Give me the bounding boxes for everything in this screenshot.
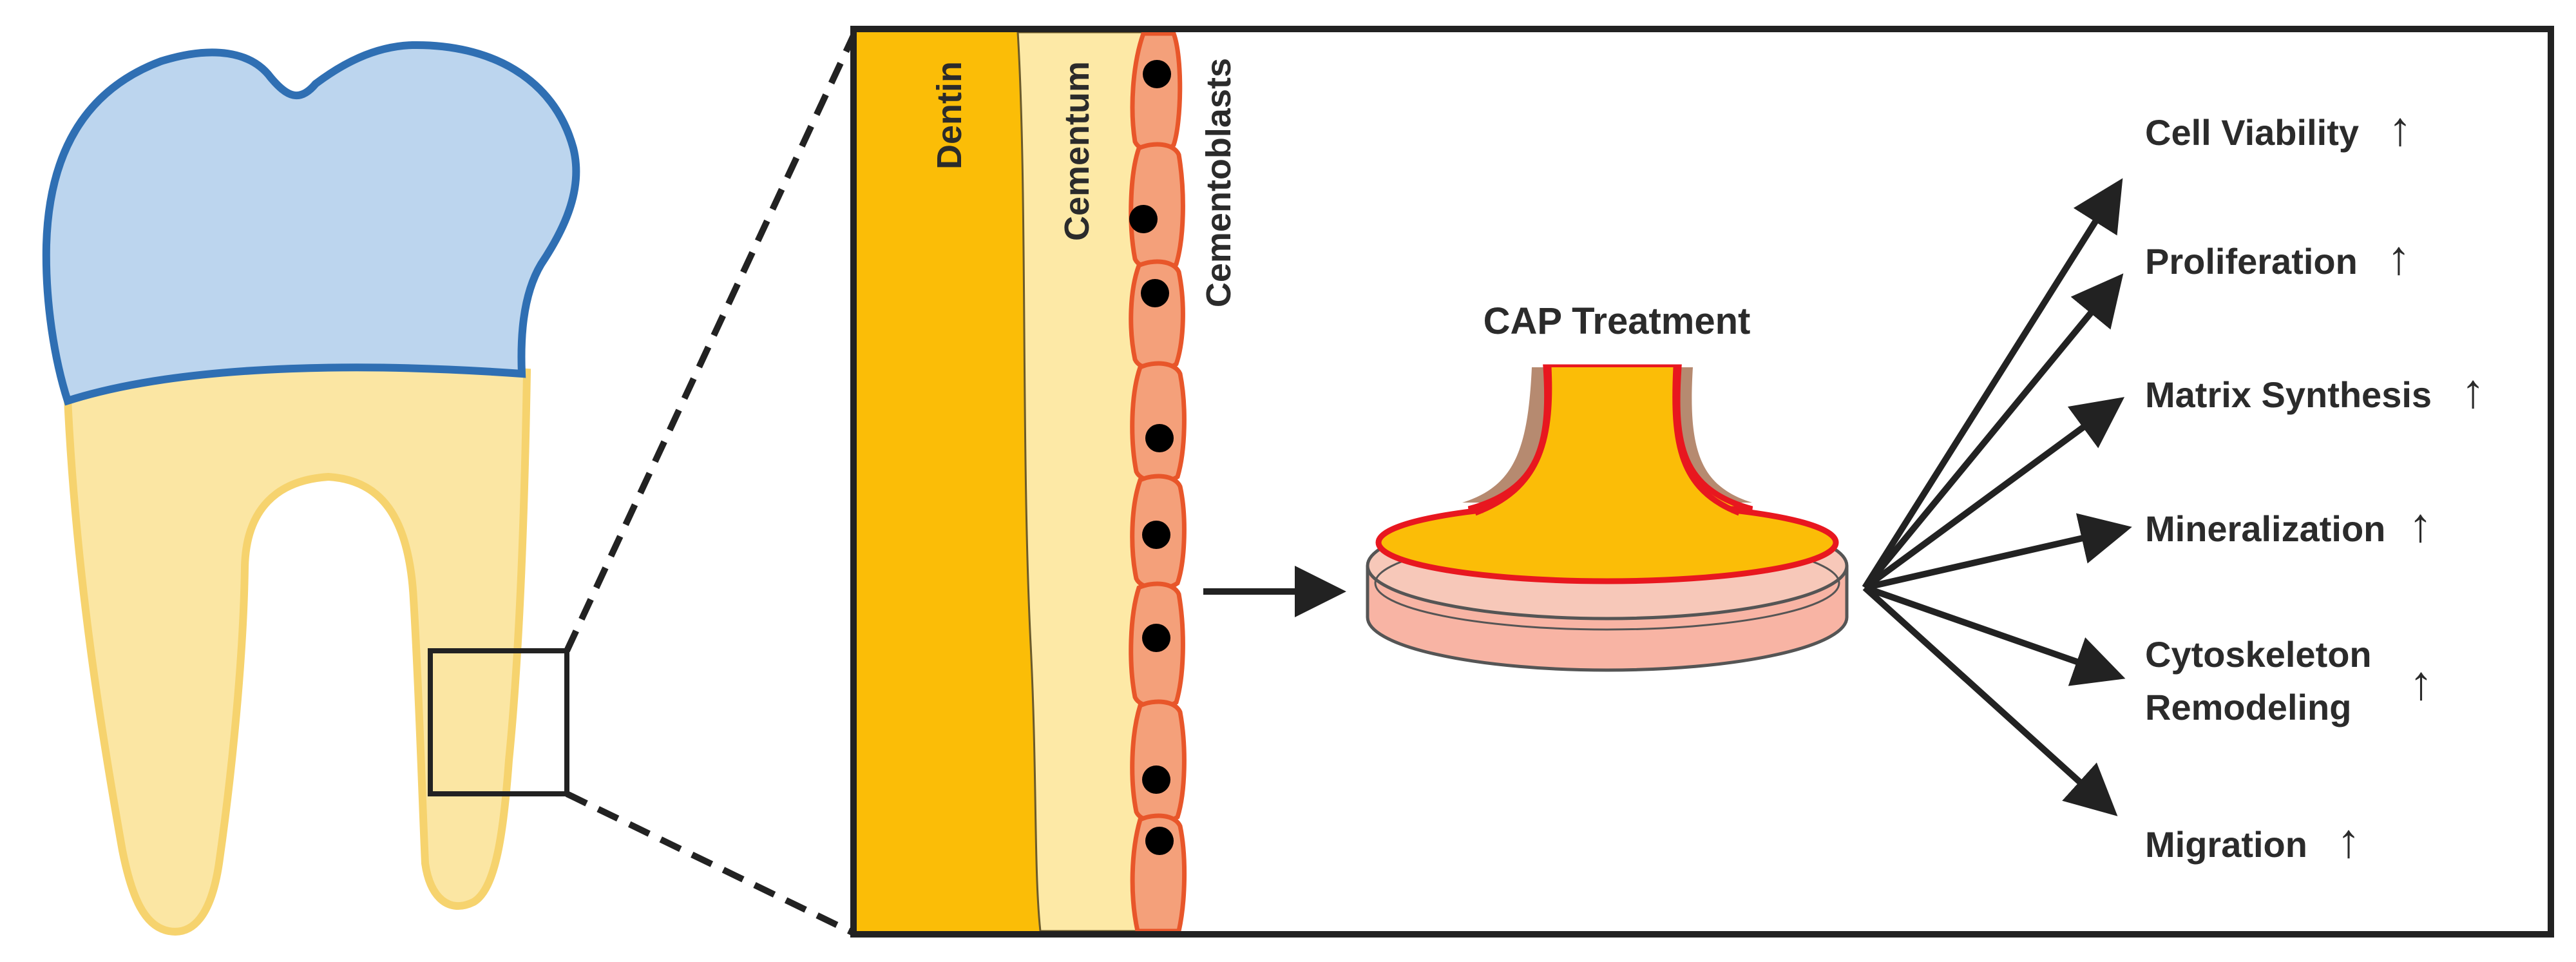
- zoom-line-top: [564, 34, 857, 653]
- cementoblast-cell: [1130, 31, 1183, 154]
- cementoblast-cell: [1130, 699, 1187, 825]
- outcome-mineralization: Mineralization ↑: [2145, 498, 2432, 552]
- cell-nucleus: [1142, 521, 1170, 549]
- cell-nucleus: [1129, 205, 1158, 233]
- cementoblast-cells: [1129, 31, 1187, 934]
- outcome-labels: Cell Viability ↑ Proliferation ↑ Matrix …: [2145, 102, 2485, 867]
- outcome-matrix-synthesis: Matrix Synthesis ↑: [2145, 364, 2485, 418]
- outcome-arrow: [1862, 273, 2124, 590]
- outcome-cytoskeleton-line2: Remodeling: [2145, 687, 2351, 727]
- cell-nuclei: [1129, 60, 1174, 855]
- cementoblast-cell: [1129, 142, 1185, 272]
- outcome-cytoskeleton-line1: Cytoskeleton: [2145, 634, 2372, 675]
- zoom-panel: Dentin Cementum Cementoblasts CAP Treatm…: [850, 26, 2554, 938]
- panel-border: [850, 26, 2554, 938]
- plasma-disc: [1375, 501, 1839, 584]
- zoom-region-box: [428, 648, 569, 796]
- outcome-arrow: [1862, 178, 2123, 590]
- outcome-cytoskeleton-arrow: ↑: [2409, 656, 2433, 709]
- cell-nucleus: [1141, 279, 1169, 307]
- cap-device: [1366, 364, 1849, 672]
- outcome-arrow: [1864, 584, 2126, 686]
- label-dentin: Dentin: [930, 61, 969, 169]
- treatment-label: CAP Treatment: [1484, 300, 1751, 342]
- outcome-arrows: [1862, 178, 2132, 816]
- outcome-arrow: [1863, 397, 2125, 591]
- tooth: [42, 41, 580, 936]
- cementoblast-cell: [1129, 259, 1185, 372]
- cell-nucleus: [1145, 827, 1174, 855]
- cell-nucleus: [1143, 60, 1171, 88]
- zoom-line-bottom: [565, 791, 855, 936]
- outcome-migration: Migration ↑: [2145, 814, 2361, 867]
- tooth-root: [63, 363, 531, 936]
- tooth-crown: [42, 41, 580, 406]
- label-cementum: Cementum: [1058, 61, 1096, 241]
- dentin-layer: [857, 32, 1040, 931]
- outcome-arrow: [1862, 585, 2118, 816]
- cell-nucleus: [1142, 624, 1170, 652]
- outcome-proliferation: Proliferation ↑: [2145, 231, 2410, 284]
- label-cementoblasts: Cementoblasts: [1199, 58, 1238, 307]
- cell-nucleus: [1145, 424, 1174, 452]
- cementoblast-cell: [1130, 361, 1187, 485]
- outcome-arrow: [1864, 513, 2132, 591]
- outcome-cell-viability: Cell Viability ↑: [2145, 102, 2412, 155]
- cell-nucleus: [1142, 765, 1170, 794]
